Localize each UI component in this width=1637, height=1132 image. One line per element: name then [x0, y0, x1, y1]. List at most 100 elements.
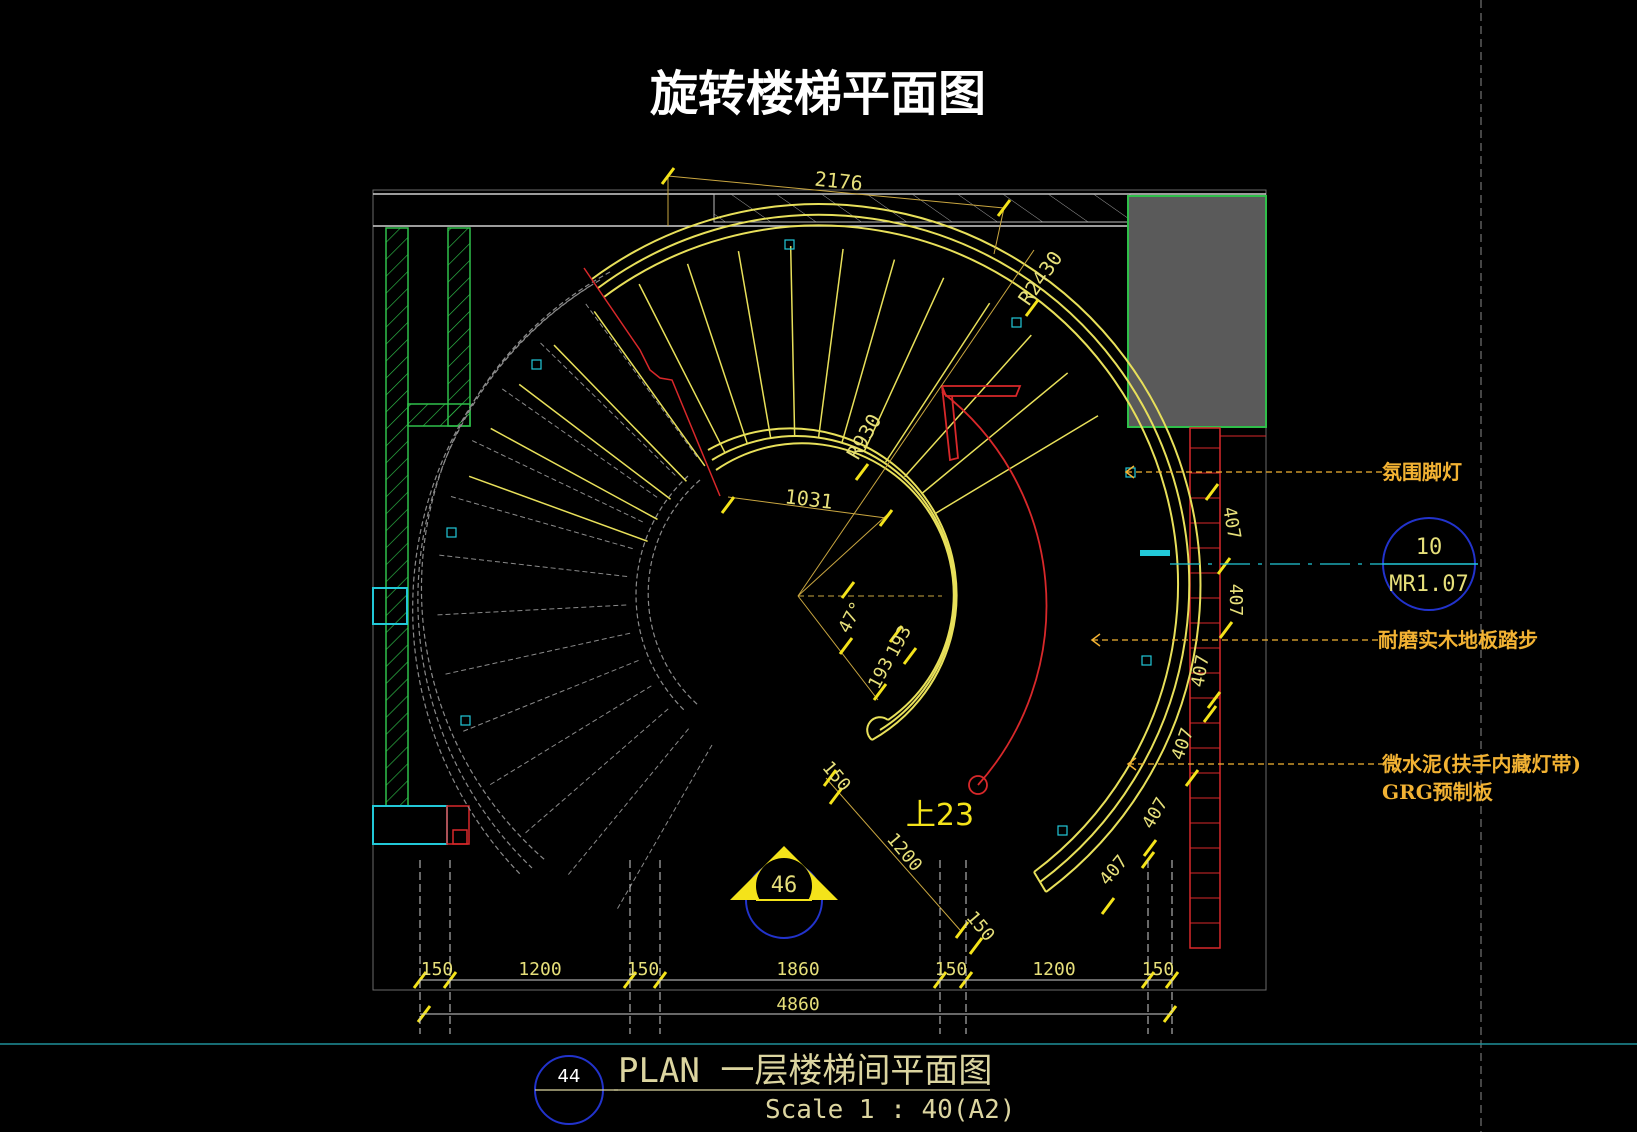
stair-up-label: 上23: [906, 798, 974, 833]
stair-tread: [686, 263, 749, 445]
dim-diag-start: 150: [818, 757, 855, 795]
stair-tread: [490, 427, 658, 521]
lower-tread: [539, 341, 676, 476]
dimension-tick: [878, 509, 894, 527]
lower-tread: [438, 554, 628, 578]
dimension-tick: [968, 937, 984, 955]
construction-lines: [667, 175, 1035, 931]
dim-inner-tread-b: 193: [864, 654, 898, 693]
elevation-tag-number: 46: [771, 873, 798, 898]
note-wood-tread: 耐磨实木地板踏步: [1378, 628, 1538, 652]
stair-tread: [553, 344, 687, 482]
dimension-tick: [822, 769, 838, 787]
dim-right-tread-6: 407: [1095, 851, 1132, 889]
dimension-tick: [720, 496, 736, 514]
elevation-tag: 46: [730, 846, 838, 939]
dim-bottom-segment: 150: [627, 959, 660, 980]
stair-tread: [737, 250, 772, 439]
footer-scale: Scale 1 : 40(A2): [765, 1095, 1015, 1125]
left-wall: [372, 227, 471, 845]
dimension-tick: [996, 199, 1012, 217]
section-tag-sheet: MR1.07: [1389, 572, 1468, 597]
section-tag-number: 10: [1416, 535, 1443, 560]
lower-tread: [524, 708, 669, 834]
dim-diag-end: 150: [962, 907, 999, 945]
note-grg-panel: GRG预制板: [1382, 780, 1494, 804]
extension-lines: [419, 860, 1173, 1034]
dimension-tick: [888, 625, 904, 643]
footer-drawing-tag: 44: [534, 1055, 990, 1125]
lower-tread: [436, 604, 627, 616]
note-ambient-light: 氛围脚灯: [1382, 460, 1462, 484]
dim-right-tread-5: 407: [1138, 794, 1172, 833]
lower-tread: [501, 387, 658, 498]
dim-top-width: 2176: [814, 167, 864, 196]
dim-outer-radius: R2430: [1013, 246, 1067, 309]
dim-bottom-segment: 1860: [776, 959, 819, 980]
bottom-segment-labels: 150 1200 150 1860 150 1200 150: [421, 959, 1175, 980]
dim-inner-span: 1031: [783, 484, 834, 514]
dimension-tick: [838, 637, 854, 655]
dim-bottom-segment: 1200: [518, 959, 561, 980]
dim-bottom-total: 4860: [776, 994, 819, 1015]
dimension-tick: [1216, 557, 1232, 575]
dimension-tick: [1204, 483, 1220, 501]
bottom-dimension-lines: [420, 979, 1172, 1015]
dim-angle: 47°: [834, 598, 868, 637]
section-marker-bar: [1140, 550, 1170, 556]
dimension-tick: [1184, 769, 1200, 787]
dimension-tick: [1142, 839, 1158, 857]
dim-bottom-segment: 150: [1142, 959, 1175, 980]
light-fixture-icons: [446, 239, 1152, 836]
stair-tread: [518, 383, 672, 500]
lower-tread: [444, 632, 631, 675]
stair-arcs: [591, 203, 1202, 893]
stair-tread: [817, 248, 844, 438]
stair-tread: [863, 277, 945, 451]
dimension-tick: [1202, 705, 1218, 723]
stair-tread: [904, 334, 1032, 478]
dimension-tick: [828, 787, 844, 805]
column-block: [1127, 195, 1267, 428]
annotation-leaders: [1092, 471, 1382, 765]
dimension-tick: [1024, 299, 1040, 317]
dim-right-tread-1: 407: [1218, 505, 1244, 541]
lower-tread: [489, 685, 652, 786]
annotation-arrows: [1090, 465, 1137, 771]
section-tag: 10 MR1.07: [1170, 517, 1478, 611]
dimension-tick: [902, 647, 918, 665]
lower-tread: [616, 744, 713, 910]
dim-right-tread-3: 407: [1187, 653, 1213, 689]
stair-tread: [593, 310, 706, 467]
lower-tread: [462, 659, 639, 733]
stair-tread: [638, 283, 727, 454]
page-title: 旋转楼梯平面图: [650, 66, 986, 122]
dimension-tick: [1100, 897, 1116, 915]
stair-tread: [884, 302, 991, 463]
footer-drawing-number: 44: [558, 1066, 581, 1087]
stair-treads: [468, 246, 1099, 542]
lower-flight-dashed: [412, 271, 701, 875]
dim-bottom-segment: 1200: [1032, 959, 1075, 980]
dimension-tick: [1206, 691, 1222, 709]
note-micro-cement: 微水泥(扶手内藏灯带): [1381, 752, 1581, 776]
dim-bottom-segment: 150: [421, 959, 454, 980]
stair-tread: [841, 259, 896, 443]
stair-tread: [789, 246, 796, 437]
dim-right-tread-2: 407: [1225, 584, 1246, 617]
lower-tread: [471, 439, 643, 523]
dimension-tick: [1218, 621, 1234, 639]
lower-tread: [567, 728, 689, 876]
dimension-tick: [660, 167, 676, 185]
stair-tread: [934, 415, 1099, 515]
dimension-tick: [840, 581, 856, 599]
stair-tread: [920, 372, 1069, 495]
footer-plan-title: PLAN 一层楼梯间平面图: [618, 1051, 992, 1091]
stair-tread: [468, 475, 648, 542]
dimension-tick: [872, 683, 888, 701]
dim-bottom-segment: 150: [935, 959, 968, 980]
walk-line: [583, 267, 1048, 795]
dimension-tick: [854, 463, 870, 481]
lower-treads: [436, 302, 713, 910]
